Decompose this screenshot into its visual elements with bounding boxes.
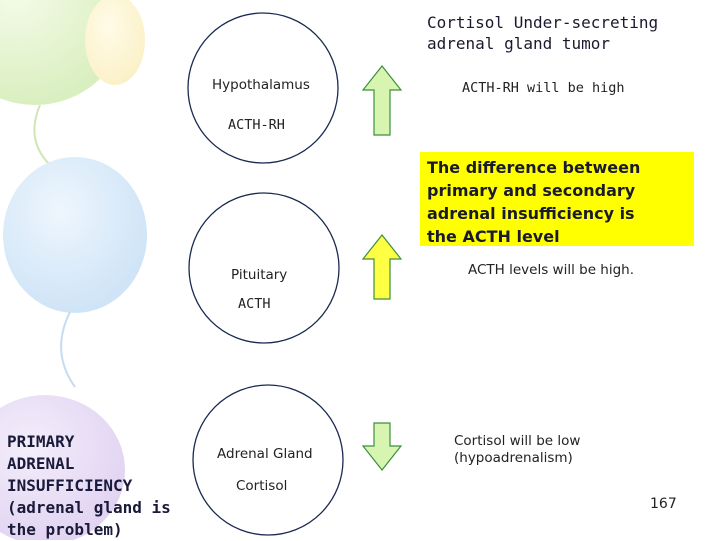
acth-rh-label: ACTH-RH [228, 117, 285, 133]
cortisol-note-line: Cortisol will be low [454, 433, 580, 450]
up-arrow-icon [363, 235, 401, 299]
callout-line: the ACTH level [427, 225, 694, 248]
pituitary-label: Pituitary [231, 267, 287, 283]
callout-line: adrenal insufficiency is [427, 202, 694, 225]
down-arrow-icon [363, 423, 401, 470]
page-number: 167 [650, 496, 677, 512]
primary-label-line: ADRENAL [7, 453, 197, 475]
title-line: Cortisol Under-secreting [427, 12, 707, 33]
primary-insufficiency-label: PRIMARY ADRENAL INSUFFICIENCY (adrenal g… [7, 431, 197, 541]
cortisol-label: Cortisol [236, 478, 287, 494]
adrenal-gland-label: Adrenal Gland [217, 446, 313, 462]
slide-title: Cortisol Under-secreting adrenal gland t… [427, 12, 707, 54]
cortisol-note-line: (hypoadrenalism) [454, 450, 580, 467]
acth-label: ACTH [238, 296, 271, 312]
acth-note: ACTH levels will be high. [468, 262, 634, 278]
callout-line: The difference between [427, 156, 694, 179]
difference-callout: The difference between primary and secon… [420, 152, 694, 246]
primary-label-line: INSUFFICIENCY [7, 475, 197, 497]
hypothalamus-label: Hypothalamus [212, 77, 310, 93]
primary-label-line: (adrenal gland is [7, 497, 197, 519]
callout-line: primary and secondary [427, 179, 694, 202]
up-arrow-icon [363, 66, 401, 135]
primary-label-line: PRIMARY [7, 431, 197, 453]
primary-label-line: the problem) [7, 519, 197, 541]
cortisol-note: Cortisol will be low (hypoadrenalism) [454, 433, 580, 467]
acth-rh-note: ACTH-RH will be high [462, 80, 625, 96]
title-line: adrenal gland tumor [427, 33, 707, 54]
